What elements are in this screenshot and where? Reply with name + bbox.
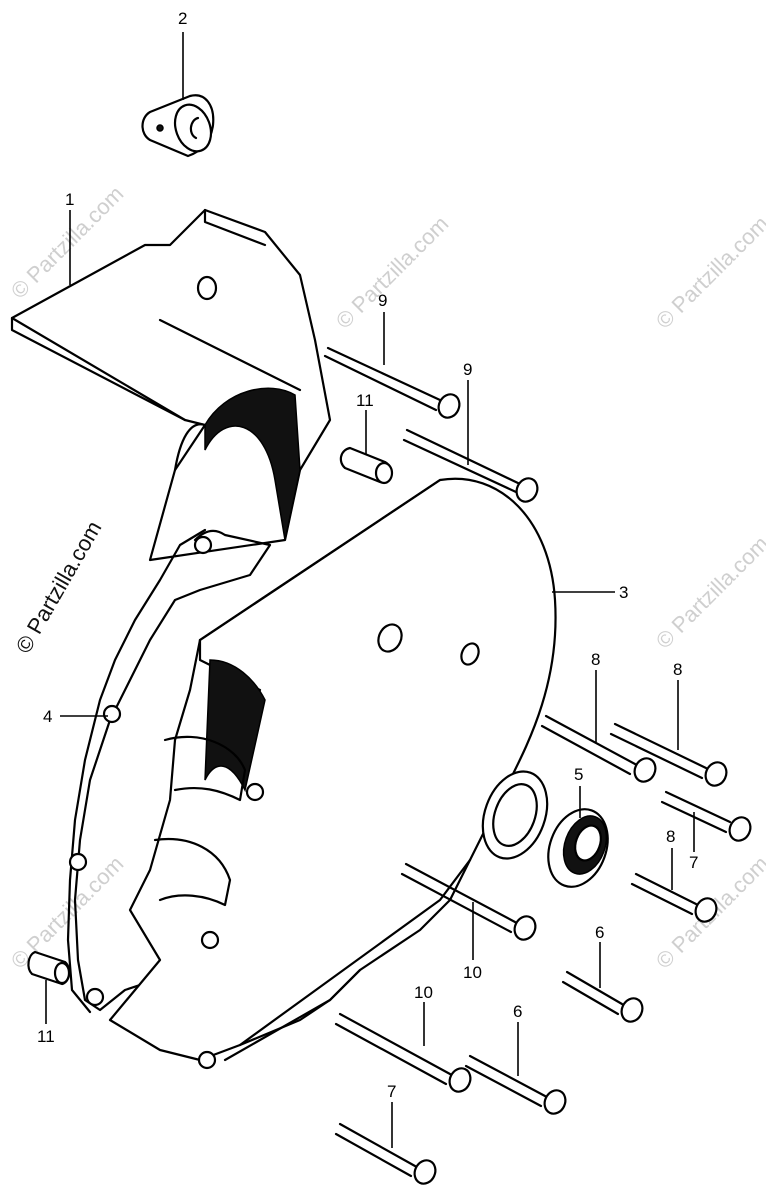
callout-7-bottom: 7 xyxy=(387,1082,396,1101)
watermark-5: © Partzilla.com xyxy=(651,531,766,654)
callout-9-lower: 9 xyxy=(463,360,472,379)
callout-3: 3 xyxy=(619,583,628,602)
callout-11-upper: 11 xyxy=(356,391,374,410)
watermark-6: © Partzilla.com xyxy=(6,851,129,974)
callout-8-a: 8 xyxy=(591,650,600,669)
callout-1: 1 xyxy=(65,190,74,209)
bolts xyxy=(323,346,752,1185)
callout-4: 4 xyxy=(43,707,52,726)
callout-11-lower: 11 xyxy=(37,1027,55,1046)
part-2-collar xyxy=(141,94,215,158)
callout-7-right: 7 xyxy=(689,853,698,872)
callout-6-right: 6 xyxy=(595,923,604,942)
watermark-side: © Partzilla.com xyxy=(11,517,107,658)
callout-9-upper: 9 xyxy=(378,291,387,310)
callout-6-lower: 6 xyxy=(513,1002,522,1021)
part-11-dowels xyxy=(27,446,394,986)
part-5-bearing xyxy=(547,808,609,888)
watermark-3: © Partzilla.com xyxy=(651,211,766,334)
callout-8-c: 8 xyxy=(666,827,675,846)
callout-5: 5 xyxy=(574,765,583,784)
callout-8-b: 8 xyxy=(673,660,682,679)
part-3-main-cover xyxy=(108,477,557,1070)
leader-lines xyxy=(45,32,695,1148)
callout-10-upper: 10 xyxy=(463,963,482,982)
part-1-upper-shroud xyxy=(10,208,332,562)
callouts: 2 1 9 9 11 3 4 8 8 5 8 7 10 6 10 6 7 11 xyxy=(37,9,698,1101)
callout-2: 2 xyxy=(178,9,187,28)
watermark-2: © Partzilla.com xyxy=(331,211,454,334)
callout-10-lower: 10 xyxy=(414,983,433,1002)
part-4-gasket xyxy=(66,528,272,1014)
